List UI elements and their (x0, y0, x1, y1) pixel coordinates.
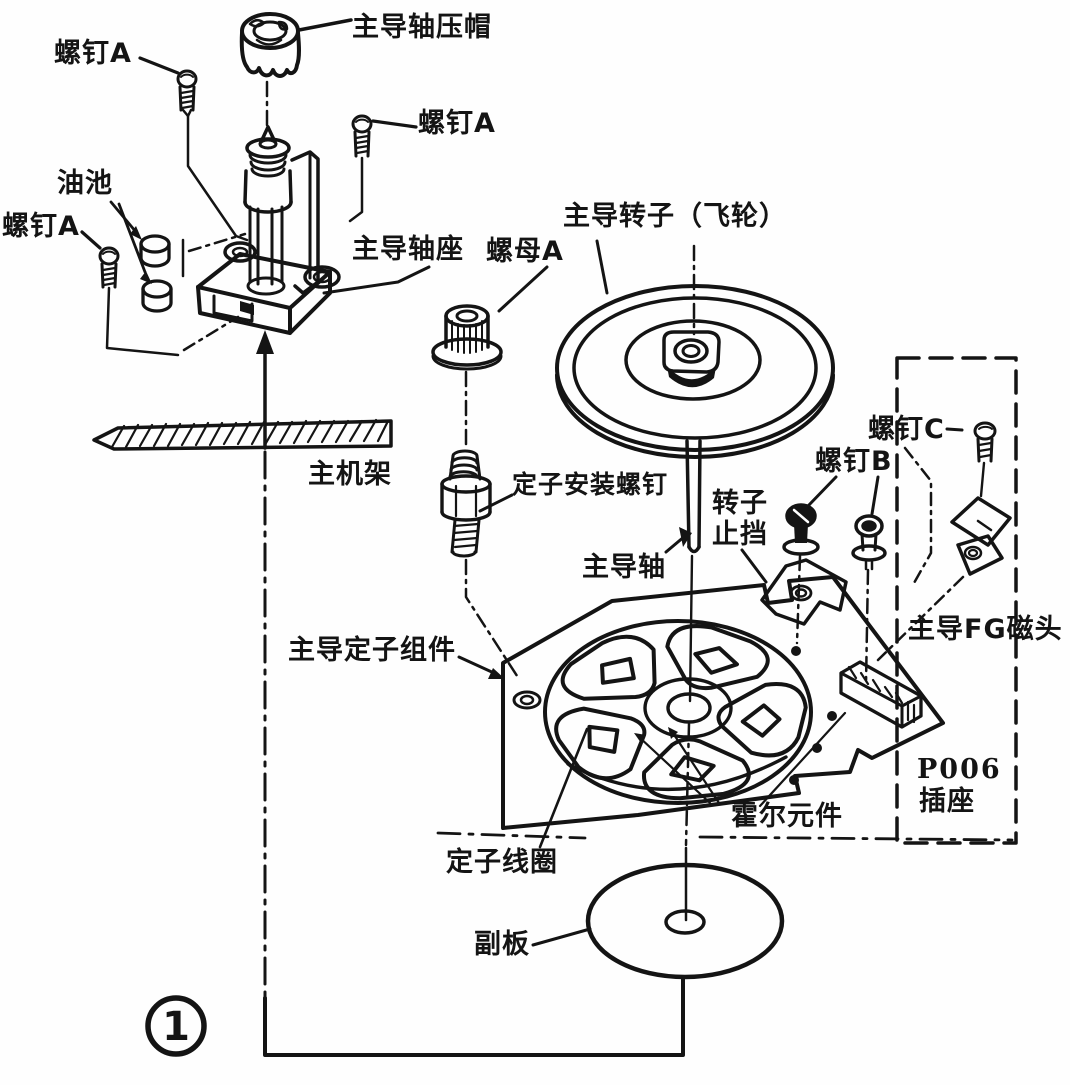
label-screw-a-top-left: 螺钉A (54, 38, 132, 69)
screw-a-top-left-drawing (138, 56, 249, 242)
label-capstan-stator-assembly: 主导定子组件 (288, 635, 456, 666)
screw-c-axis-chain (903, 446, 933, 585)
stator-coil-leader (538, 727, 589, 849)
label-rotor-stop-line-2: 止挡 (712, 519, 768, 550)
label-capstan-shaft-cap: 主导轴压帽 (352, 12, 492, 43)
stator-plate-drawing (501, 575, 945, 830)
label-capstan-rotor-flywheel: 主导转子（飞轮） (563, 201, 787, 232)
sub-board-drawing (531, 846, 785, 980)
label-p006-socket-line-2: 插座 (919, 786, 975, 817)
label-capstan-shaft: 主导轴 (582, 552, 666, 583)
screw-a-bottom-left-drawing (80, 230, 240, 357)
figure-number-marker: 1 (145, 995, 207, 1057)
assembly-axis-route (256, 330, 685, 1057)
assembly-plane-chain-right (698, 835, 1014, 842)
screw-b-left-drawing (782, 475, 838, 556)
shaft-seat-leader (322, 265, 431, 295)
stator-assembly-leader (457, 655, 505, 679)
screw-a-right-drawing (348, 114, 418, 223)
p006-connector-drawing (839, 660, 923, 729)
stator-coil-assembly-drawing (540, 616, 813, 806)
plate-axis-chain-line (684, 722, 691, 847)
stud-axis-chain-line (464, 558, 521, 681)
label-stator-mounting-screw: 定子安装螺钉 (512, 470, 669, 499)
assembly-plane-chain-left (436, 831, 587, 840)
nut-a-drawing (431, 265, 549, 371)
label-screw-a-right: 螺钉A (418, 108, 496, 139)
label-hall-element: 霍尔元件 (731, 801, 843, 832)
hall-element-pointers (634, 711, 847, 808)
label-rotor-stop-line-1: 转子 (712, 488, 768, 519)
capstan-cap-drawing (239, 12, 353, 78)
label-screw-a-bottom-left: 螺钉A (2, 211, 80, 242)
main-chassis-drawing (92, 418, 393, 451)
fg-head-axis-chain (876, 575, 965, 662)
stator-mounting-screw-drawing (440, 449, 514, 558)
screw-c-drawing (945, 421, 997, 498)
label-screw-c: 螺钉C (868, 414, 945, 445)
label-nut-a: 螺母A (486, 236, 564, 267)
oil-pool-drawing (109, 200, 247, 313)
figure-number-text: 1 (162, 1004, 190, 1050)
label-stator-coil: 定子线圈 (446, 847, 558, 878)
flywheel-drawing (555, 239, 835, 459)
screw-b-left-axis (795, 554, 802, 645)
label-screw-b: 螺钉B (815, 446, 893, 477)
fg-head-drawing (950, 496, 1012, 576)
screw-b-right-drawing (851, 475, 887, 571)
label-capstan-fg-head: 主导FG磁头 (908, 614, 1063, 645)
label-capstan-shaft-seat: 主导轴座 (352, 234, 464, 265)
fg-head-dashed-box (895, 356, 1018, 845)
capstan-shaft-drawing (664, 439, 702, 703)
label-p006-socket-line-1: P006 (917, 754, 1002, 785)
capstan-shaft-seat-drawing (196, 125, 341, 335)
label-main-chassis: 主机架 (308, 459, 392, 490)
label-sub-board: 副板 (474, 929, 530, 960)
label-oil-pool: 油池 (57, 168, 113, 199)
